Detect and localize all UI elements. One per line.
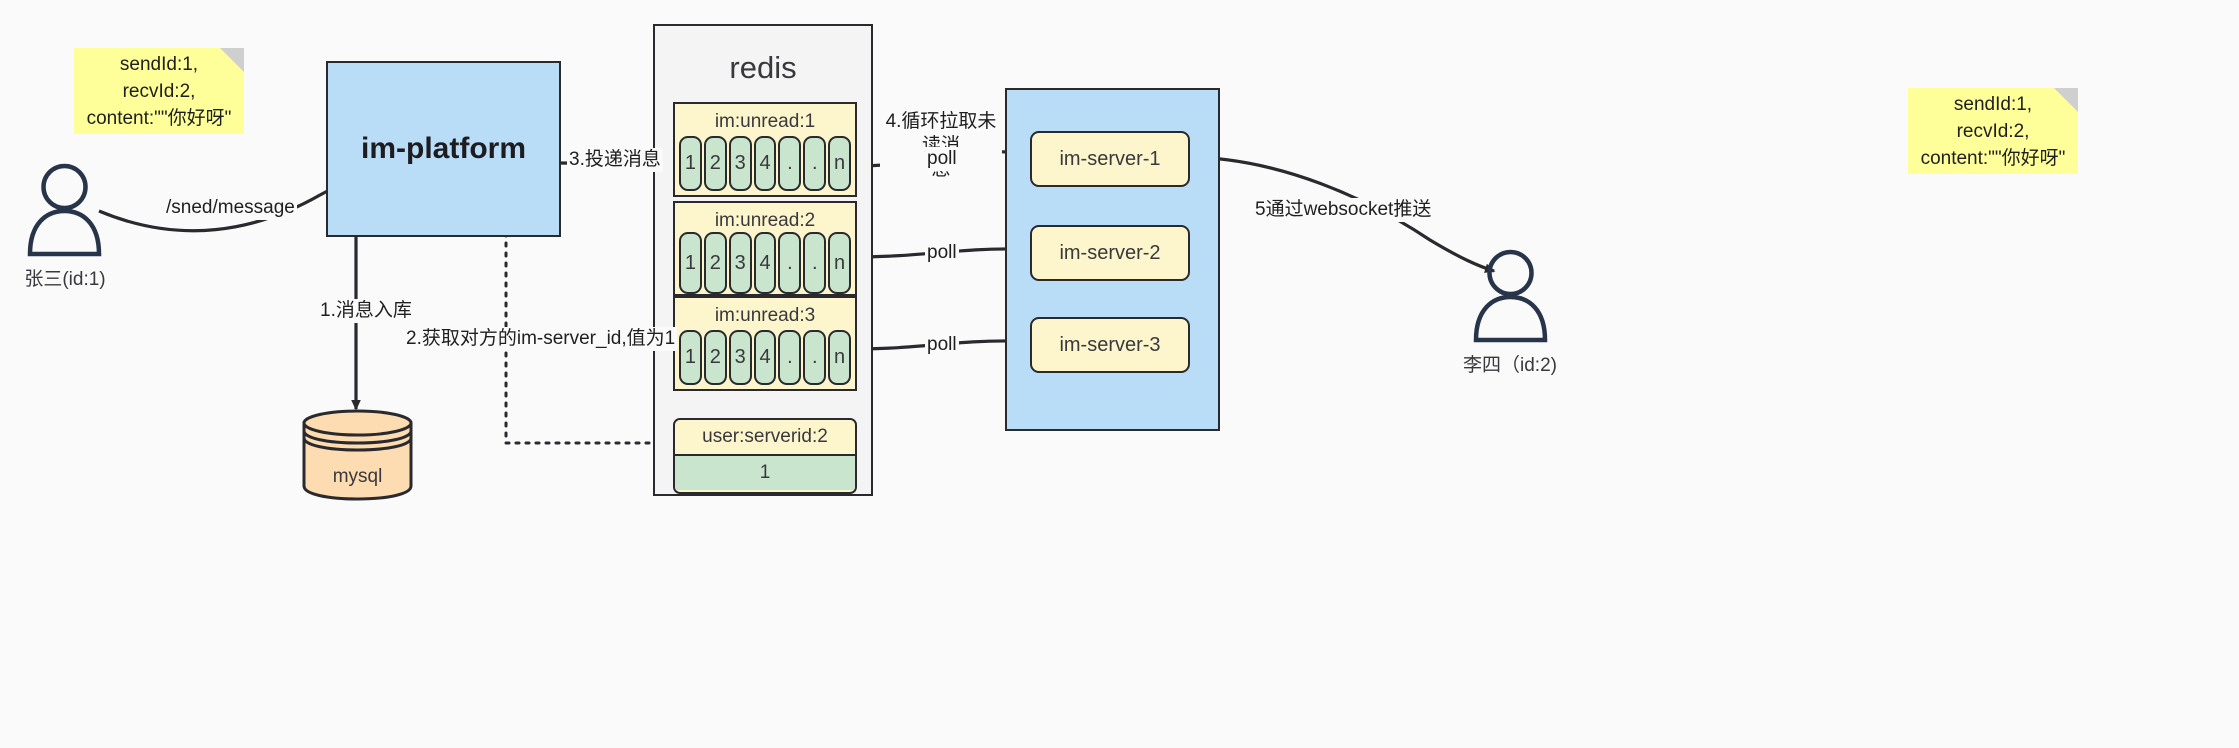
note-left-text: sendId:1, recvId:2, content:""你好呀": [86, 53, 232, 129]
im-server-3-card[interactable]: im-server-3: [1030, 317, 1190, 373]
im-server-3-label: im-server-3: [1059, 333, 1161, 356]
queue-cell[interactable]: .: [778, 330, 802, 385]
queue-cell[interactable]: 2: [703, 232, 727, 294]
redis-kv-user-serverid[interactable]: user:serverid:2 1: [673, 418, 857, 494]
note-fold-icon: [220, 48, 244, 72]
queue-cell[interactable]: 4: [753, 330, 777, 385]
note-right: sendId:1, recvId:2, content:""你好呀": [1908, 88, 2078, 174]
redis-container: redis im:unread:1 1 2 3 4 . . n im:unrea…: [653, 24, 873, 496]
queue-key-label: im:unread:3: [714, 305, 816, 326]
queue-cell[interactable]: n: [828, 136, 852, 191]
redis-queue-im-unread-2[interactable]: im:unread:2 1 2 3 4 . . n: [673, 201, 857, 296]
im-server-2-card[interactable]: im-server-2: [1030, 225, 1190, 281]
person-icon: [27, 163, 102, 257]
queue-cell[interactable]: 2: [703, 136, 727, 191]
queue-cell[interactable]: 2: [703, 330, 727, 385]
queue-cell[interactable]: .: [803, 232, 827, 294]
actor-receiver-label: 李四（id:2): [1463, 355, 1557, 376]
edge-websocket-push-label: 5通过websocket推送: [1253, 198, 1434, 222]
im-server-cluster-box: im-server-1 im-server-2 im-server-3: [1005, 88, 1220, 431]
actor-sender: [22, 162, 107, 257]
queue-cell[interactable]: 3: [728, 330, 752, 385]
queue-key-label: im:unread:1: [714, 111, 816, 132]
edge-poll-1-label: poll: [925, 147, 959, 171]
mysql-database[interactable]: mysql: [300, 407, 415, 502]
redis-queue-im-unread-3[interactable]: im:unread:3 1 2 3 4 . . n: [673, 296, 857, 391]
edge-poll-3-label: poll: [925, 333, 959, 357]
edge-poll-unread-label: 4.循环拉取未读消 息: [880, 110, 1002, 182]
im-server-1-label: im-server-1: [1059, 147, 1161, 170]
note-left: sendId:1, recvId:2, content:""你好呀": [74, 48, 244, 134]
actor-sender-label: 张三(id:1): [24, 269, 106, 290]
actor-receiver: [1468, 248, 1553, 343]
queue-key-label: im:unread:2: [714, 210, 816, 231]
edge-get-serverid-label: 2.获取对方的im-server_id,值为1: [404, 327, 678, 351]
mysql-label: mysql: [332, 466, 383, 487]
queue-cell[interactable]: .: [803, 330, 827, 385]
redis-queue-im-unread-1[interactable]: im:unread:1 1 2 3 4 . . n: [673, 102, 857, 197]
queue-cell[interactable]: n: [828, 330, 852, 385]
im-platform-box[interactable]: im-platform: [326, 61, 561, 237]
queue-cell[interactable]: 1: [679, 136, 702, 191]
queue-cell[interactable]: n: [828, 232, 852, 294]
database-cylinder-icon: [302, 409, 413, 501]
queue-cell[interactable]: .: [778, 136, 802, 191]
redis-title: redis: [729, 50, 797, 85]
im-server-2-label: im-server-2: [1059, 241, 1161, 264]
edge-deliver-message-label: 3.投递消息: [567, 148, 663, 172]
queue-cell[interactable]: 1: [679, 232, 702, 294]
queue-cell[interactable]: 3: [728, 232, 752, 294]
note-fold-icon: [2054, 88, 2078, 112]
queue-cell[interactable]: .: [778, 232, 802, 294]
edge-store-message-label: 1.消息入库: [318, 299, 414, 323]
queue-cell[interactable]: .: [803, 136, 827, 191]
queue-cell[interactable]: 3: [728, 136, 752, 191]
im-platform-label: im-platform: [361, 132, 526, 165]
edge-send-message-label: /sned/message: [164, 196, 297, 220]
queue-cell[interactable]: 4: [753, 136, 777, 191]
person-icon: [1473, 249, 1548, 343]
edge-poll-2-label: poll: [925, 241, 959, 265]
kv-key-label: user:serverid:2: [675, 420, 855, 456]
kv-value-label: 1: [675, 456, 855, 490]
note-right-text: sendId:1, recvId:2, content:""你好呀": [1920, 93, 2066, 169]
queue-cell[interactable]: 1: [679, 330, 702, 385]
im-server-1-card[interactable]: im-server-1: [1030, 131, 1190, 187]
queue-cell[interactable]: 4: [753, 232, 777, 294]
